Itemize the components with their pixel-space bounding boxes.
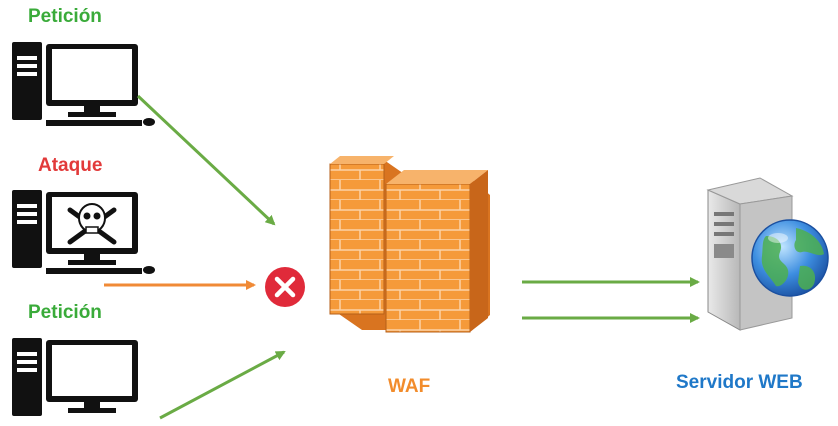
client-1-label: Petición: [28, 6, 102, 27]
client-2-label: Ataque: [38, 155, 103, 176]
client-3-label: Petición: [28, 302, 102, 323]
blocked-x-icon: [265, 267, 305, 307]
waf-label: WAF: [388, 376, 431, 397]
computer-icon: [12, 338, 138, 416]
arrow-request-1: [136, 94, 276, 226]
arrow-request-3: [159, 350, 286, 420]
server-label: Servidor WEB: [676, 372, 803, 393]
client-computer-3: [12, 338, 138, 416]
client-computer-2: [12, 190, 155, 274]
skull-crossbones-icon: [67, 203, 117, 245]
computer-icon: [12, 42, 155, 126]
firewall-icon: [329, 156, 490, 333]
globe-icon: [751, 219, 829, 297]
client-computer-1: [12, 42, 155, 126]
